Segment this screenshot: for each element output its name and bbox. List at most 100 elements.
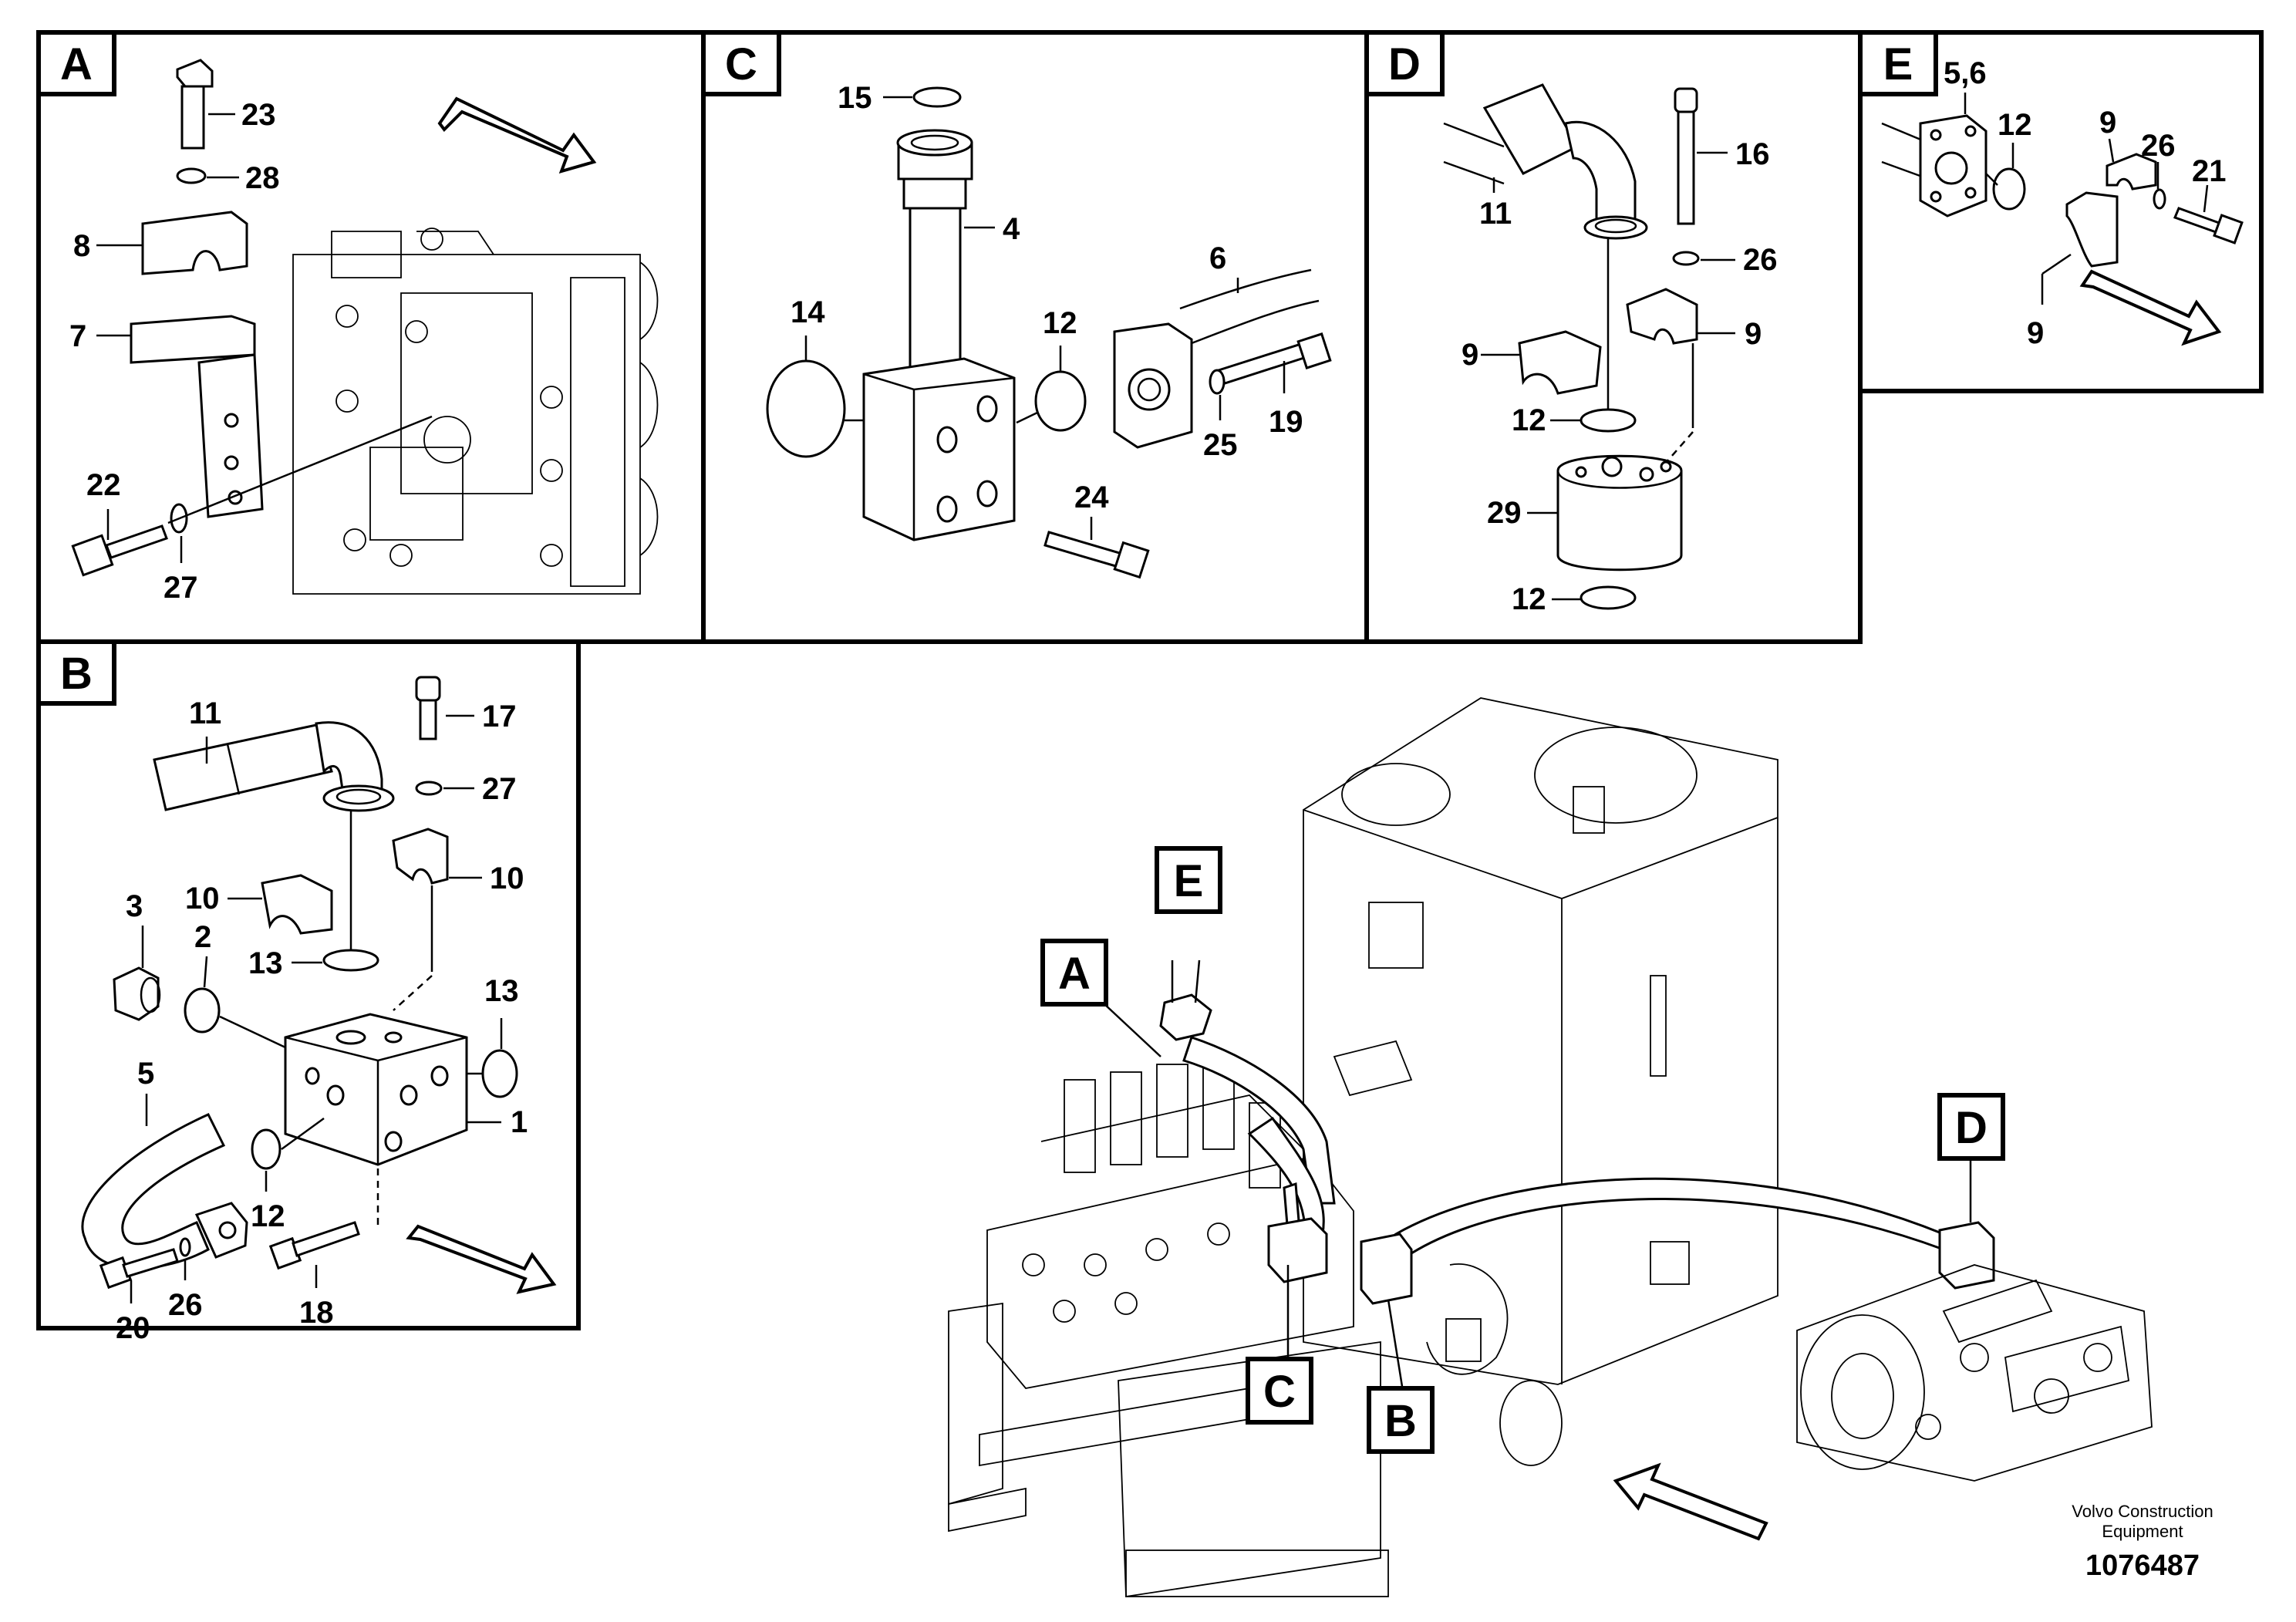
bolt-16: [1674, 87, 1698, 225]
overview-tag-a: A: [1058, 949, 1091, 999]
callout-12-bottom: 12: [1512, 582, 1546, 616]
clamp-8: [141, 211, 248, 275]
callout-11: 11: [1479, 197, 1512, 231]
callout-13-right: 13: [484, 974, 519, 1008]
drawing-number: 1076487: [2085, 1549, 2200, 1582]
clamp-9-right: [1626, 288, 1698, 345]
o-ring-13-right: [481, 1049, 518, 1098]
callout-22: 22: [86, 468, 121, 502]
washer-27: [415, 781, 443, 796]
valve-block-background: [292, 228, 659, 595]
callout-4: 4: [1003, 212, 1020, 246]
panel-a-tag: A: [60, 39, 93, 89]
o-ring-15: [912, 86, 962, 108]
flow-arrow-overview: [1613, 1462, 1768, 1541]
overview-tag-box-b: [1367, 1386, 1435, 1454]
hydraulic-tank: [1303, 697, 1778, 1466]
machine-overview: E A D C B: [948, 697, 2153, 1598]
overview-tag-box-a: [1040, 939, 1108, 1007]
washer-26: [2153, 188, 2166, 210]
panel-d: D 16 11 26 9: [1364, 30, 1863, 644]
clamp-10-right: [392, 828, 449, 885]
cartridge-4: [896, 129, 973, 379]
o-ring-12: [251, 1128, 282, 1170]
callout-13-top: 13: [248, 946, 283, 980]
callout-27: 27: [164, 571, 198, 605]
o-ring-13-top: [322, 949, 379, 972]
callout-19: 19: [1269, 405, 1303, 439]
panel-e-tag: E: [1883, 39, 1913, 89]
callout-20: 20: [116, 1311, 150, 1345]
block-29: [1556, 454, 1683, 572]
clamp-9-left: [1518, 330, 1602, 395]
panel-d-tag-box: [1364, 30, 1445, 96]
washer-26: [1672, 251, 1700, 266]
callout-12: 12: [1043, 306, 1077, 340]
o-ring-2: [184, 987, 221, 1034]
o-ring-12: [1992, 167, 2026, 211]
bolt-20: [99, 1248, 179, 1290]
title-block: Volvo Construction Equipment 1076487: [2072, 1502, 2213, 1582]
overview-tag-box-c: [1246, 1357, 1313, 1425]
clamp-10-left: [261, 874, 333, 935]
callout-10-right: 10: [490, 862, 524, 895]
panel-e-frame: [1858, 30, 2264, 393]
panel-a-tag-box: [36, 30, 116, 96]
company-name-line1: Volvo Construction: [2072, 1502, 2213, 1521]
callout-2: 2: [194, 920, 211, 954]
panel-d-tag: D: [1388, 39, 1421, 89]
bolt-23: [176, 59, 214, 150]
panel-e: E 5,6 12 9 26 21 9: [1858, 30, 2264, 393]
bracket: [197, 353, 264, 518]
flange-5-6: [1881, 114, 1988, 218]
callout-12: 12: [1998, 108, 2032, 142]
callout-29: 29: [1487, 496, 1522, 530]
callout-25: 25: [1203, 428, 1238, 462]
pointer-e: [1171, 959, 1201, 1003]
o-ring-14: [766, 359, 846, 458]
callout-9-bottom: 9: [2027, 316, 2044, 350]
callout-8: 8: [73, 229, 90, 263]
callout-1: 1: [511, 1105, 528, 1139]
plate-7: [130, 315, 256, 364]
callout-15: 15: [838, 81, 872, 115]
callout-7: 7: [69, 319, 86, 353]
flange-overview-e: [1159, 993, 1212, 1041]
callout-26: 26: [2141, 129, 2176, 163]
o-ring-12: [1034, 370, 1087, 432]
overview-tag-c: C: [1263, 1367, 1296, 1417]
panel-b-tag: B: [60, 649, 93, 699]
flow-arrow-a: [437, 96, 597, 174]
o-ring-12-bottom: [1580, 585, 1637, 610]
callout-3: 3: [126, 889, 143, 923]
callout-5: 5: [137, 1057, 154, 1091]
callout-9-right: 9: [1745, 317, 1762, 351]
panel-a: A: [36, 30, 706, 644]
panel-e-tag-box: [1858, 30, 1938, 96]
washer-25: [1209, 369, 1226, 395]
block-overview-c: [1267, 1217, 1328, 1283]
company-name-line2: Equipment: [2102, 1522, 2183, 1541]
pointer-a: [1102, 1002, 1161, 1057]
panel-b-frame: [36, 639, 581, 1330]
callout-16: 16: [1735, 137, 1770, 171]
block: [862, 357, 1016, 541]
block-overview-d: [1938, 1221, 1995, 1290]
callout-11: 11: [189, 696, 221, 730]
callout-18: 18: [299, 1296, 334, 1330]
panel-b-tag-box: [36, 639, 116, 706]
clamp-9-lower: [2065, 191, 2119, 268]
bolt-21: [2173, 207, 2244, 244]
bolt-18: [268, 1221, 360, 1270]
panel-c: C: [701, 30, 1369, 644]
o-ring-12-top: [1580, 408, 1637, 433]
bolt-22: [71, 524, 168, 577]
block-overview-b: [1360, 1233, 1413, 1305]
overview-tag-e: E: [1174, 856, 1204, 906]
callout-14: 14: [791, 295, 825, 329]
pointer-b: [1387, 1299, 1405, 1397]
washer-26: [179, 1237, 191, 1257]
hose-11: [153, 721, 395, 812]
callout-17: 17: [482, 700, 517, 733]
